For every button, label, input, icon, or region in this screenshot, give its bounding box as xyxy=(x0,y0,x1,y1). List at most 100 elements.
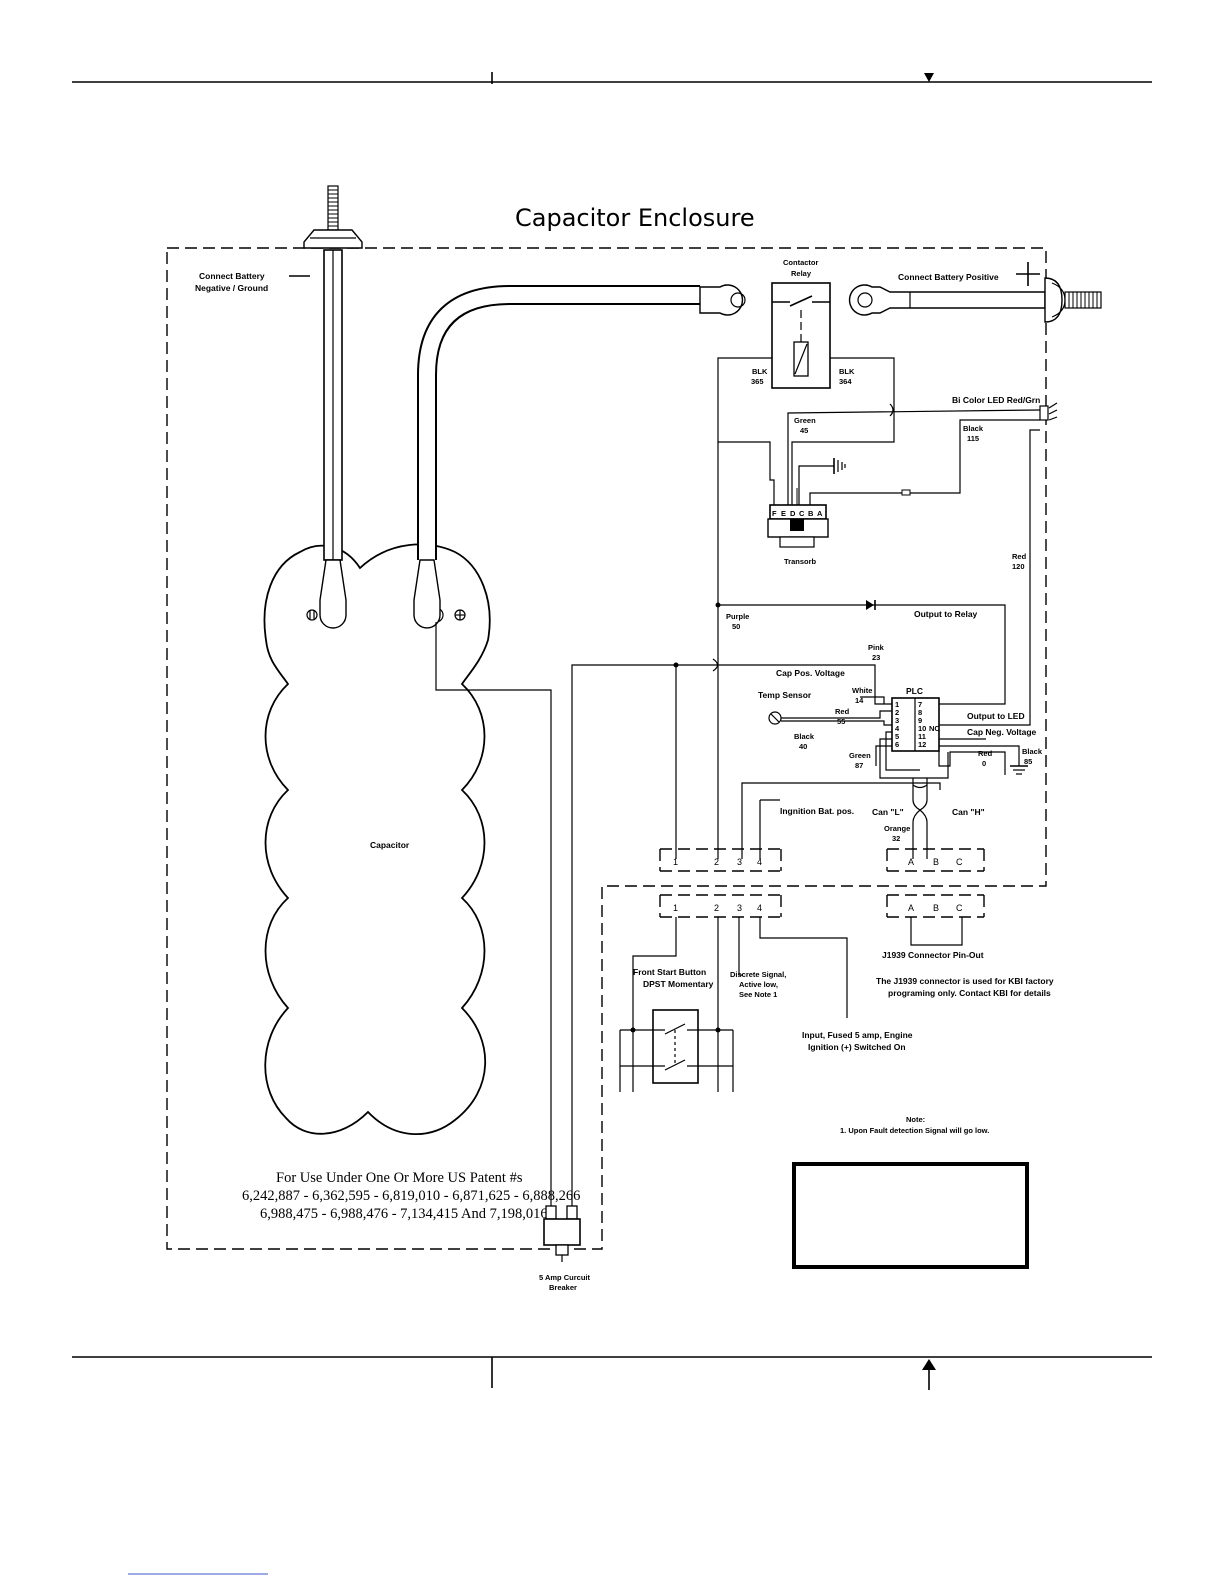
temp-sensor-icon xyxy=(768,711,782,725)
can-h-label: Can "H" xyxy=(952,807,985,817)
plc-pin-12: 12 xyxy=(918,740,926,749)
lower-j1939-connector: A B C xyxy=(886,894,985,946)
patent-line-3: 6,988,475 - 6,988,476 - 7,134,415 And 7,… xyxy=(260,1206,548,1222)
input-fused-label-2: Ignition (+) Switched On xyxy=(808,1042,906,1052)
plc-pin-3: 3 xyxy=(895,716,899,725)
note-text: 1. Upon Fault detection Signal will go l… xyxy=(840,1126,989,1135)
upper-j1939-connector: A B C xyxy=(886,848,985,872)
output-led-label: Output to LED xyxy=(967,711,1025,721)
plc-pin-7: 7 xyxy=(918,700,922,709)
front-start-label-2: DPST Momentary xyxy=(643,979,714,989)
white14-wire xyxy=(860,696,885,704)
contactor-relay xyxy=(771,282,831,389)
red0-label-1: Red xyxy=(978,749,993,758)
diode-icon xyxy=(866,600,874,610)
upper-pin-2: 2 xyxy=(714,857,719,867)
red120-label-2: 120 xyxy=(1012,562,1025,571)
relay-coil-wires: BLK 365 BLK 364 xyxy=(717,357,895,505)
battery-positive-label: Connect Battery Positive xyxy=(898,272,999,282)
input-fused-label-1: Input, Fused 5 amp, Engine xyxy=(802,1030,913,1040)
positive-battery-lug xyxy=(848,277,1102,323)
orange32-label-1: Orange xyxy=(884,824,910,833)
cap-pos-voltage-wire xyxy=(571,664,892,1213)
lower-j1939-pin-c: C xyxy=(956,903,963,913)
upper-j1939-pin-c: C xyxy=(956,857,963,867)
red0-label-2: 0 xyxy=(982,759,986,768)
front-start-button[interactable] xyxy=(619,1009,734,1092)
black40-label-2: 40 xyxy=(799,742,807,751)
breaker-label-2: Breaker xyxy=(549,1283,577,1292)
transorb-ground-wire xyxy=(798,465,834,505)
output-relay-wire xyxy=(718,604,1006,705)
blk364-label-1: BLK xyxy=(839,367,855,376)
white14-label-1: White xyxy=(852,686,872,695)
white14-label-2: 14 xyxy=(855,696,864,705)
negative-cable xyxy=(303,185,363,629)
diagram-title: Capacitor Enclosure xyxy=(515,204,755,232)
battery-negative-label-1: Connect Battery xyxy=(199,271,265,281)
plc-pin-11: 11 xyxy=(918,732,926,741)
j1939-note-1: The J1939 connector is used for KBI fact… xyxy=(876,976,1054,986)
plc-pin-10: 10 xyxy=(918,724,926,733)
transorb-pin-e: E xyxy=(781,509,786,518)
upper-j1939-pin-a: A xyxy=(908,857,914,867)
j1939-pinout-label: J1939 Connector Pin-Out xyxy=(882,950,984,960)
black115-label-2: 115 xyxy=(967,434,979,443)
black40-label-1: Black xyxy=(794,732,815,741)
black115-label-1: Black xyxy=(963,424,984,433)
black115-wire xyxy=(809,492,902,505)
lower-j1939-pin-a: A xyxy=(908,903,914,913)
note-title: Note: xyxy=(906,1115,925,1124)
orange32-label-2: 32 xyxy=(892,834,900,843)
blk364-label-2: 364 xyxy=(839,377,852,386)
positive-cable xyxy=(413,284,746,629)
plc-nc-label: NC xyxy=(929,724,940,733)
upper-pin-3: 3 xyxy=(737,857,742,867)
blank-label-box xyxy=(792,1162,1029,1269)
cap-pos-voltage-label: Cap Pos. Voltage xyxy=(776,668,845,678)
led-icon xyxy=(1039,402,1058,421)
black85-label-2: 85 xyxy=(1024,757,1032,766)
discrete-label-1: Discrete Signal, xyxy=(730,970,786,979)
transorb-connector: F E D C B A xyxy=(767,488,829,548)
red0-wire xyxy=(938,751,1006,775)
pink23-label-1: Pink xyxy=(868,643,885,652)
contactor-label-1: Contactor xyxy=(783,258,818,267)
purple50-label-2: 50 xyxy=(732,622,740,631)
red55-label-1: Red xyxy=(835,707,850,716)
plc-pin-4: 4 xyxy=(895,724,900,733)
page-rules xyxy=(72,72,1152,1575)
ground-icon-plc xyxy=(1010,765,1028,775)
front-start-label-1: Front Start Button xyxy=(633,967,706,977)
plc-pin-6: 6 xyxy=(895,740,899,749)
green45-label-2: 45 xyxy=(800,426,808,435)
j1939-note-2: programing only. Contact KBI for details xyxy=(888,988,1051,998)
lower-pin-1: 1 xyxy=(673,903,678,913)
green87-wire xyxy=(885,731,920,771)
breaker-label-1: 5 Amp Curcuit xyxy=(539,1273,590,1282)
capacitor-body xyxy=(263,543,491,1136)
plc-label: PLC xyxy=(906,686,923,696)
green45-label-1: Green xyxy=(794,416,816,425)
upper-pin-4: 4 xyxy=(757,857,762,867)
battery-negative-label-2: Negative / Ground xyxy=(195,283,268,293)
patent-line-1: For Use Under One Or More US Patent #s xyxy=(276,1170,523,1186)
plc-pin-5: 5 xyxy=(895,732,899,741)
plc-pin-9: 9 xyxy=(918,716,922,725)
discrete-label-3: See Note 1 xyxy=(739,990,777,999)
pin4-lower-wire xyxy=(759,917,848,1018)
upper-pin-1: 1 xyxy=(673,857,678,867)
lower-pin-3: 3 xyxy=(737,903,742,913)
can-l-label: Can "L" xyxy=(872,807,904,817)
red120-label-1: Red xyxy=(1012,552,1027,561)
blk365-label-1: BLK xyxy=(752,367,768,376)
transorb-label: Transorb xyxy=(784,557,817,566)
green87-label-2: 87 xyxy=(855,761,863,770)
capacitor-label: Capacitor xyxy=(370,840,410,850)
transorb-pin-c: C xyxy=(799,509,805,518)
ignition-label: Ingnition Bat. pos. xyxy=(780,806,854,816)
ground-icon xyxy=(833,458,846,474)
red120-wire xyxy=(939,429,1040,726)
blk365-label-2: 365 xyxy=(751,377,764,386)
